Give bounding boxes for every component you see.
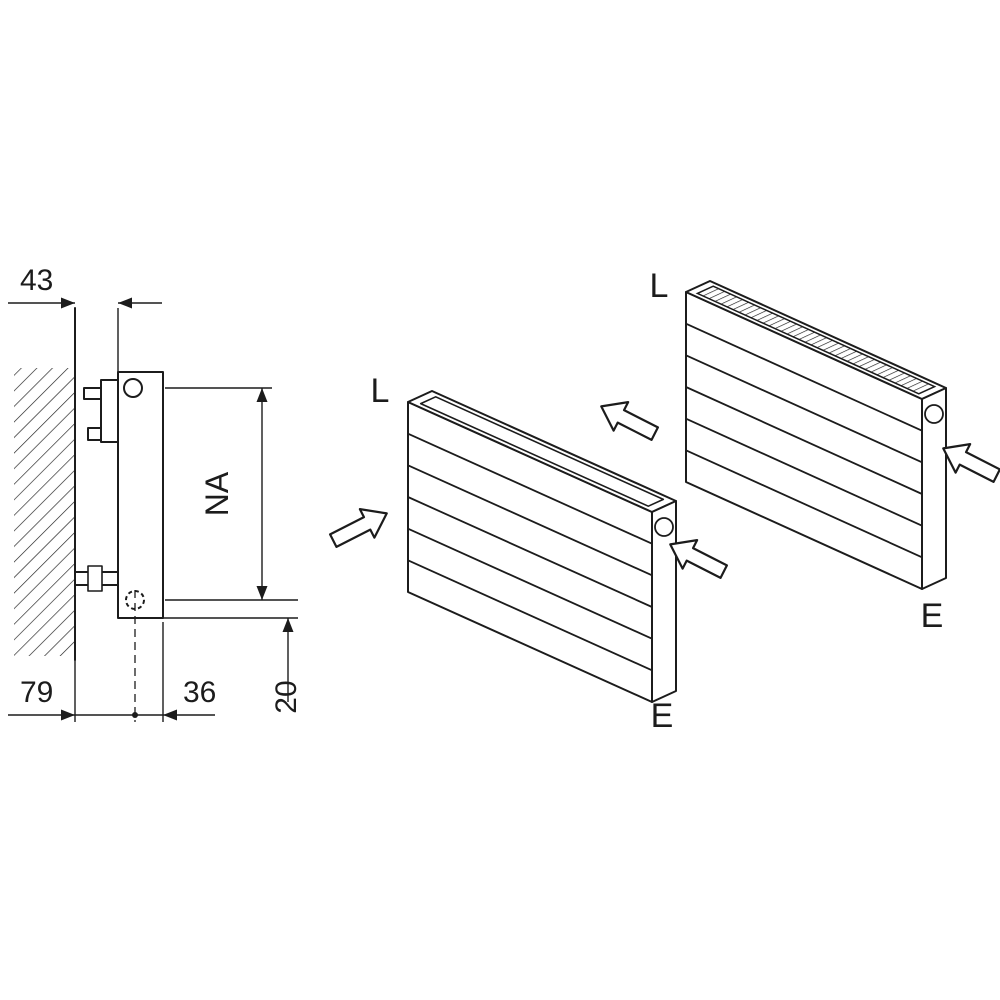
dim-arrowhead xyxy=(61,297,75,309)
pipe-connection xyxy=(924,404,944,424)
radiator-end-face xyxy=(651,500,677,703)
label-l-back-unit: L xyxy=(650,267,669,305)
radiator-slats xyxy=(407,432,653,672)
dim-arrowhead xyxy=(163,709,177,721)
label-l-front-unit: L xyxy=(371,372,390,410)
dim-label-36: 36 xyxy=(183,676,216,709)
dim-arrowhead xyxy=(256,586,268,600)
dim-arrowhead xyxy=(256,388,268,402)
pipe-connection xyxy=(654,517,674,537)
dim-chain-dot xyxy=(132,712,138,718)
flow-direction-arrow xyxy=(324,498,396,556)
radiator-end-face xyxy=(921,387,947,590)
iso-radiator-grille-top: L E xyxy=(650,267,947,635)
dimension-wall-to-panel: 43 xyxy=(8,264,162,372)
dim-arrowhead xyxy=(118,297,132,309)
dim-arrowhead xyxy=(282,618,294,632)
side-view-drawing: 43 NA 20 79 36 xyxy=(8,264,303,722)
dim-label-na: NA xyxy=(199,471,235,516)
wall-bracket-top xyxy=(83,379,119,443)
iso-radiator-open-top: L E xyxy=(371,372,677,735)
dimension-bottom-offset: 20 xyxy=(163,617,303,714)
dim-label-43: 43 xyxy=(20,264,53,297)
wall-hatching xyxy=(14,368,75,656)
dimension-connection-height: NA xyxy=(165,387,298,601)
radiator-top-opening xyxy=(419,396,665,507)
dim-arrowhead xyxy=(61,709,75,721)
dim-label-20: 20 xyxy=(270,680,303,713)
radiator-side-section xyxy=(117,371,164,722)
pipe-connection-top xyxy=(123,378,143,398)
dim-label-79: 79 xyxy=(20,676,53,709)
label-e-back-unit: E xyxy=(921,597,944,635)
wall-bracket-bottom xyxy=(74,565,119,592)
radiator-top-grille xyxy=(695,285,937,395)
flow-direction-arrow xyxy=(592,391,664,449)
dimension-bottom-chain: 79 36 xyxy=(8,622,216,722)
label-e-front-unit: E xyxy=(651,697,674,735)
radiator-slats xyxy=(685,322,923,559)
